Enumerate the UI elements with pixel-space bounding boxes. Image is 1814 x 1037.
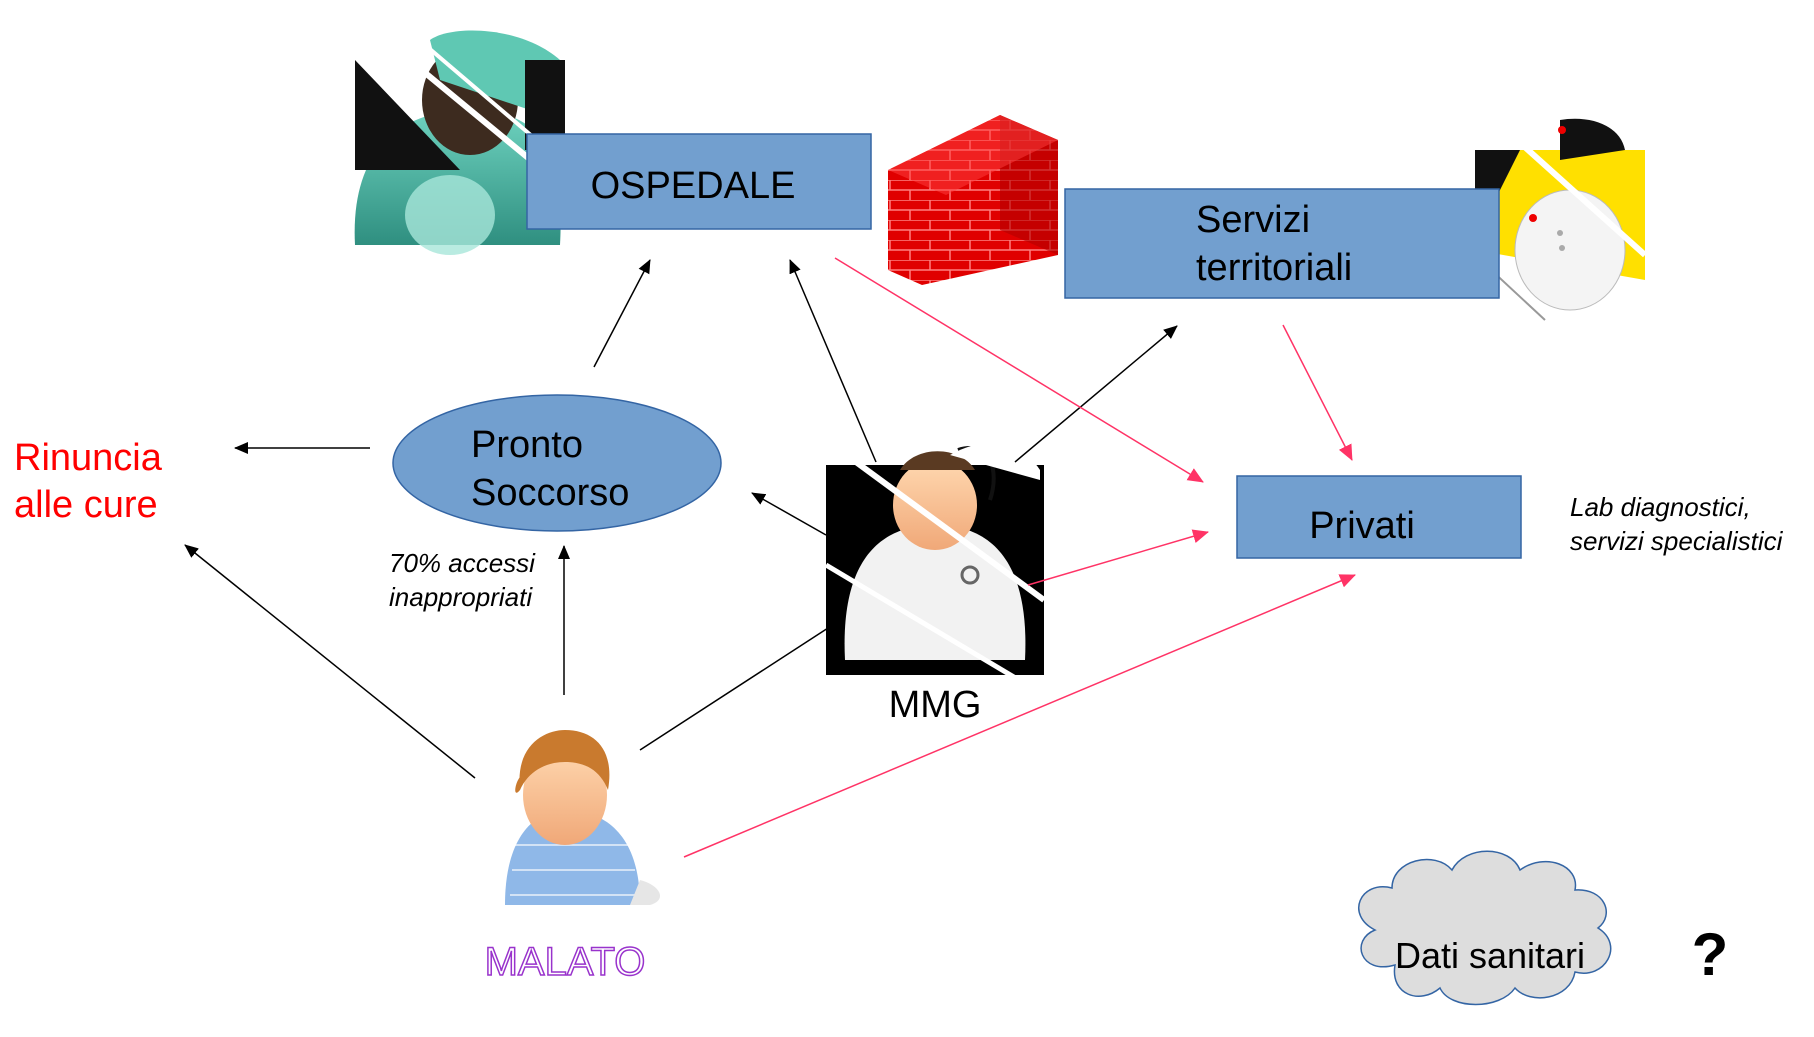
rinuncia-label-line1: Rinuncia (14, 437, 163, 479)
arrow-malato-to-privati (683, 574, 1356, 858)
pronto-label-line2: Soccorso (471, 472, 629, 514)
privati-note-line2: servizi specialistici (1570, 526, 1784, 556)
brick-wall-icon (888, 115, 1058, 285)
patient-icon (505, 730, 661, 905)
accessi-note-line2: inappropriati (389, 582, 533, 612)
pink-arrows (683, 257, 1356, 858)
servizi-label-line2: territoriali (1196, 247, 1352, 289)
arrow-ps-to-ospedale (593, 259, 651, 368)
arrow-servizi-to-privati (1282, 324, 1353, 461)
question-mark: ? (1692, 921, 1729, 988)
black-arrows (184, 259, 1178, 779)
dati-sanitari-label: Dati sanitari (1395, 935, 1585, 976)
pronto-label-line1: Pronto (471, 424, 583, 466)
privati-note-line1: Lab diagnostici, (1570, 492, 1751, 522)
accessi-note-line1: 70% accessi (389, 548, 536, 578)
arrow-malato-to-mmg (639, 616, 846, 751)
cloud-icon (1358, 850, 1612, 1006)
arrow-malato-to-rinuncia (184, 544, 476, 779)
arrow-mmg-to-privati (1027, 529, 1209, 586)
rinuncia-label-line2: alle cure (14, 484, 158, 526)
privati-node: Privati (1236, 475, 1522, 559)
servizi-label-line1: Servizi (1196, 199, 1310, 241)
arrow-mmg-to-servizi (1014, 325, 1178, 463)
ospedale-label: OSPEDALE (591, 165, 796, 207)
mmg-label: MMG (889, 684, 982, 726)
pronto-soccorso-node: Pronto Soccorso (392, 394, 722, 532)
ospedale-node: OSPEDALE (526, 133, 872, 230)
servizi-territoriali-node: Servizi territoriali (1064, 188, 1500, 299)
arrow-ospedale-to-privati (834, 257, 1204, 483)
malato-label: MALATO (485, 940, 646, 984)
doctor-icon (824, 437, 1046, 698)
privati-label: Privati (1309, 505, 1415, 547)
arrow-mmg-to-ps (751, 492, 827, 536)
arrow-mmg-to-ospedale (789, 259, 877, 463)
dati-sanitari-cloud: Dati sanitari (1358, 850, 1612, 1006)
nurse-icon (1474, 102, 1648, 321)
